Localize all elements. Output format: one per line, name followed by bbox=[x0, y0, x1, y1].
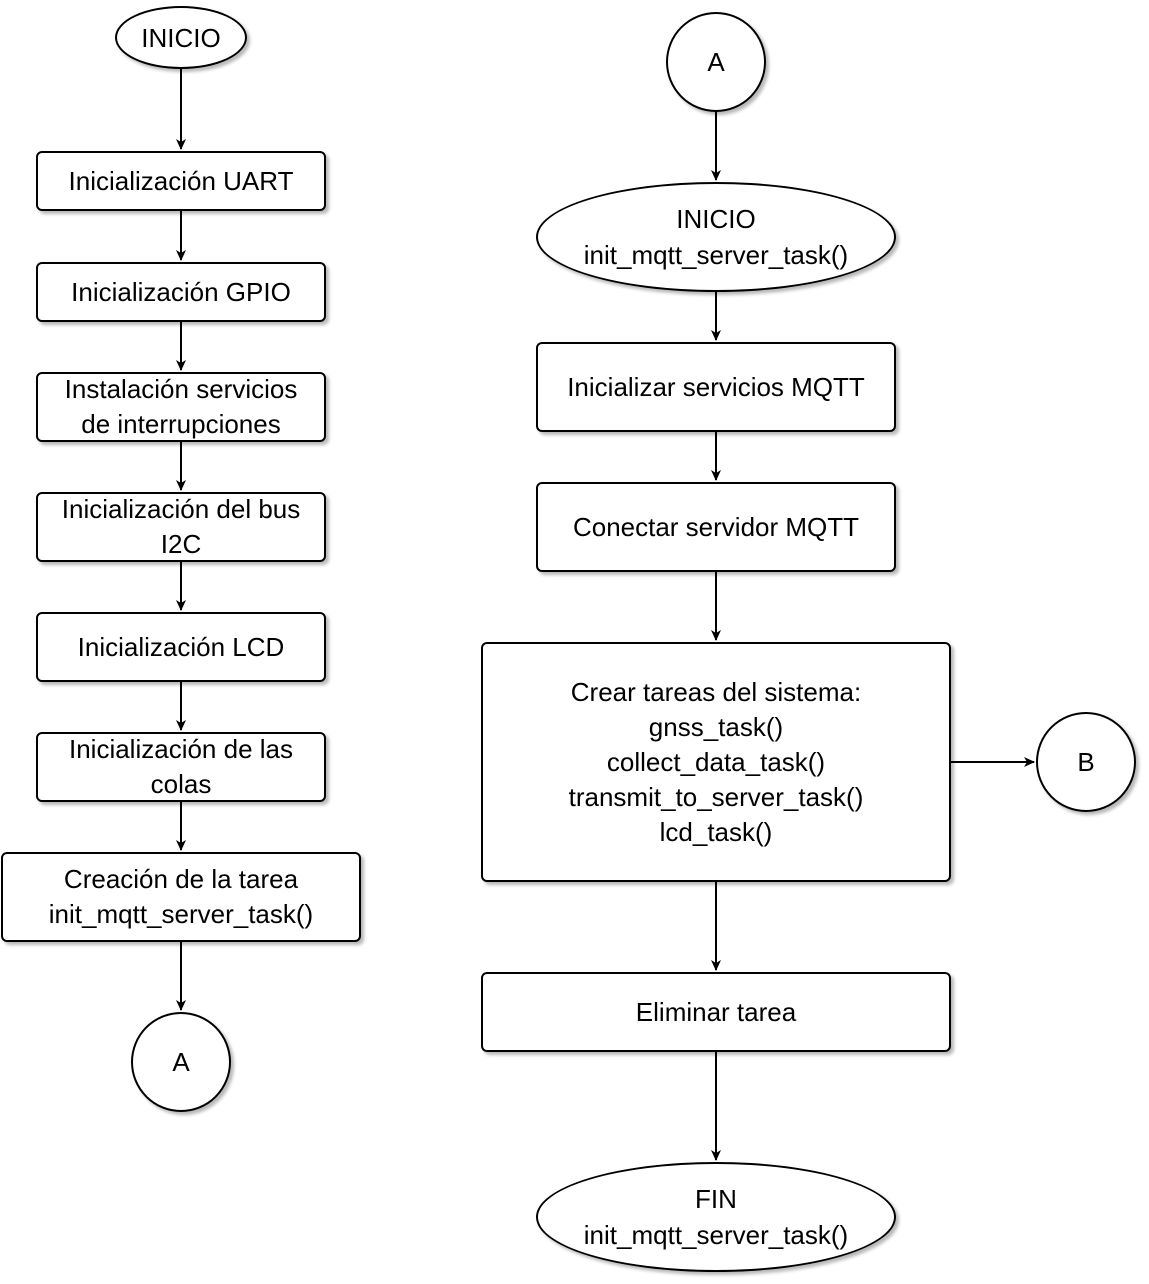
step-init-uart: Inicialización UART bbox=[36, 151, 326, 211]
step-label-line-1: Inicialización de las bbox=[68, 734, 293, 764]
step-label-line-5: lcd_task() bbox=[659, 816, 773, 847]
terminal-label-line-2: init_mqtt_server_task() bbox=[583, 1220, 849, 1250]
left-start-terminal: INICIO bbox=[115, 6, 247, 69]
step-delete-task: Eliminar tarea bbox=[481, 972, 951, 1052]
step-label-line-1: Inicialización del bus bbox=[61, 494, 301, 524]
step-label: Inicializar servicios MQTT bbox=[567, 371, 865, 402]
step-init-lcd: Inicialización LCD bbox=[36, 612, 326, 682]
step-label-line-2: init_mqtt_server_task() bbox=[48, 899, 314, 929]
connector-label: A bbox=[707, 46, 725, 77]
connector-a-out: A bbox=[131, 1012, 231, 1112]
step-label-line-2: colas bbox=[150, 769, 212, 799]
step-label: Inicialización LCD bbox=[77, 631, 285, 662]
step-label-line-1: Instalación servicios bbox=[64, 374, 298, 404]
step-label-line-2: de interrupciones bbox=[81, 409, 281, 439]
step-init-gpio: Inicialización GPIO bbox=[36, 262, 326, 322]
step-label: Conectar servidor MQTT bbox=[572, 511, 860, 542]
step-init-i2c-bus: Inicialización del bus I2C bbox=[36, 492, 326, 562]
step-create-mqtt-task: Creación de la tarea init_mqtt_server_ta… bbox=[1, 852, 361, 942]
step-label-line-1: Creación de la tarea bbox=[63, 864, 299, 894]
connector-b: B bbox=[1036, 712, 1136, 812]
left-start-label: INICIO bbox=[141, 22, 221, 53]
step-label: Inicialización GPIO bbox=[71, 276, 291, 307]
step-label-line-2: gnss_task() bbox=[648, 711, 784, 742]
connector-a-in: A bbox=[666, 12, 766, 112]
step-create-system-tasks: Crear tareas del sistema: gnss_task() co… bbox=[481, 642, 951, 882]
terminal-label-line-2: init_mqtt_server_task() bbox=[583, 240, 849, 270]
terminal-label-line-1: FIN bbox=[695, 1184, 737, 1214]
step-label-line-3: collect_data_task() bbox=[606, 746, 826, 777]
step-connect-mqtt-server: Conectar servidor MQTT bbox=[536, 482, 896, 572]
connector-label: A bbox=[172, 1046, 190, 1077]
step-init-queues: Inicialización de las colas bbox=[36, 732, 326, 802]
step-label: Eliminar tarea bbox=[635, 996, 797, 1027]
step-label-line-1: Crear tareas del sistema: bbox=[570, 676, 862, 707]
step-init-mqtt-services: Inicializar servicios MQTT bbox=[536, 342, 896, 432]
step-label-line-2: I2C bbox=[160, 529, 202, 559]
step-label: Inicialización UART bbox=[68, 165, 294, 196]
right-end-terminal: FIN init_mqtt_server_task() bbox=[536, 1162, 896, 1272]
terminal-label-line-1: INICIO bbox=[676, 204, 756, 234]
right-start-terminal: INICIO init_mqtt_server_task() bbox=[536, 182, 896, 292]
connector-label: B bbox=[1077, 746, 1095, 777]
step-label-line-4: transmit_to_server_task() bbox=[568, 781, 864, 812]
step-install-interrupts: Instalación servicios de interrupciones bbox=[36, 372, 326, 442]
